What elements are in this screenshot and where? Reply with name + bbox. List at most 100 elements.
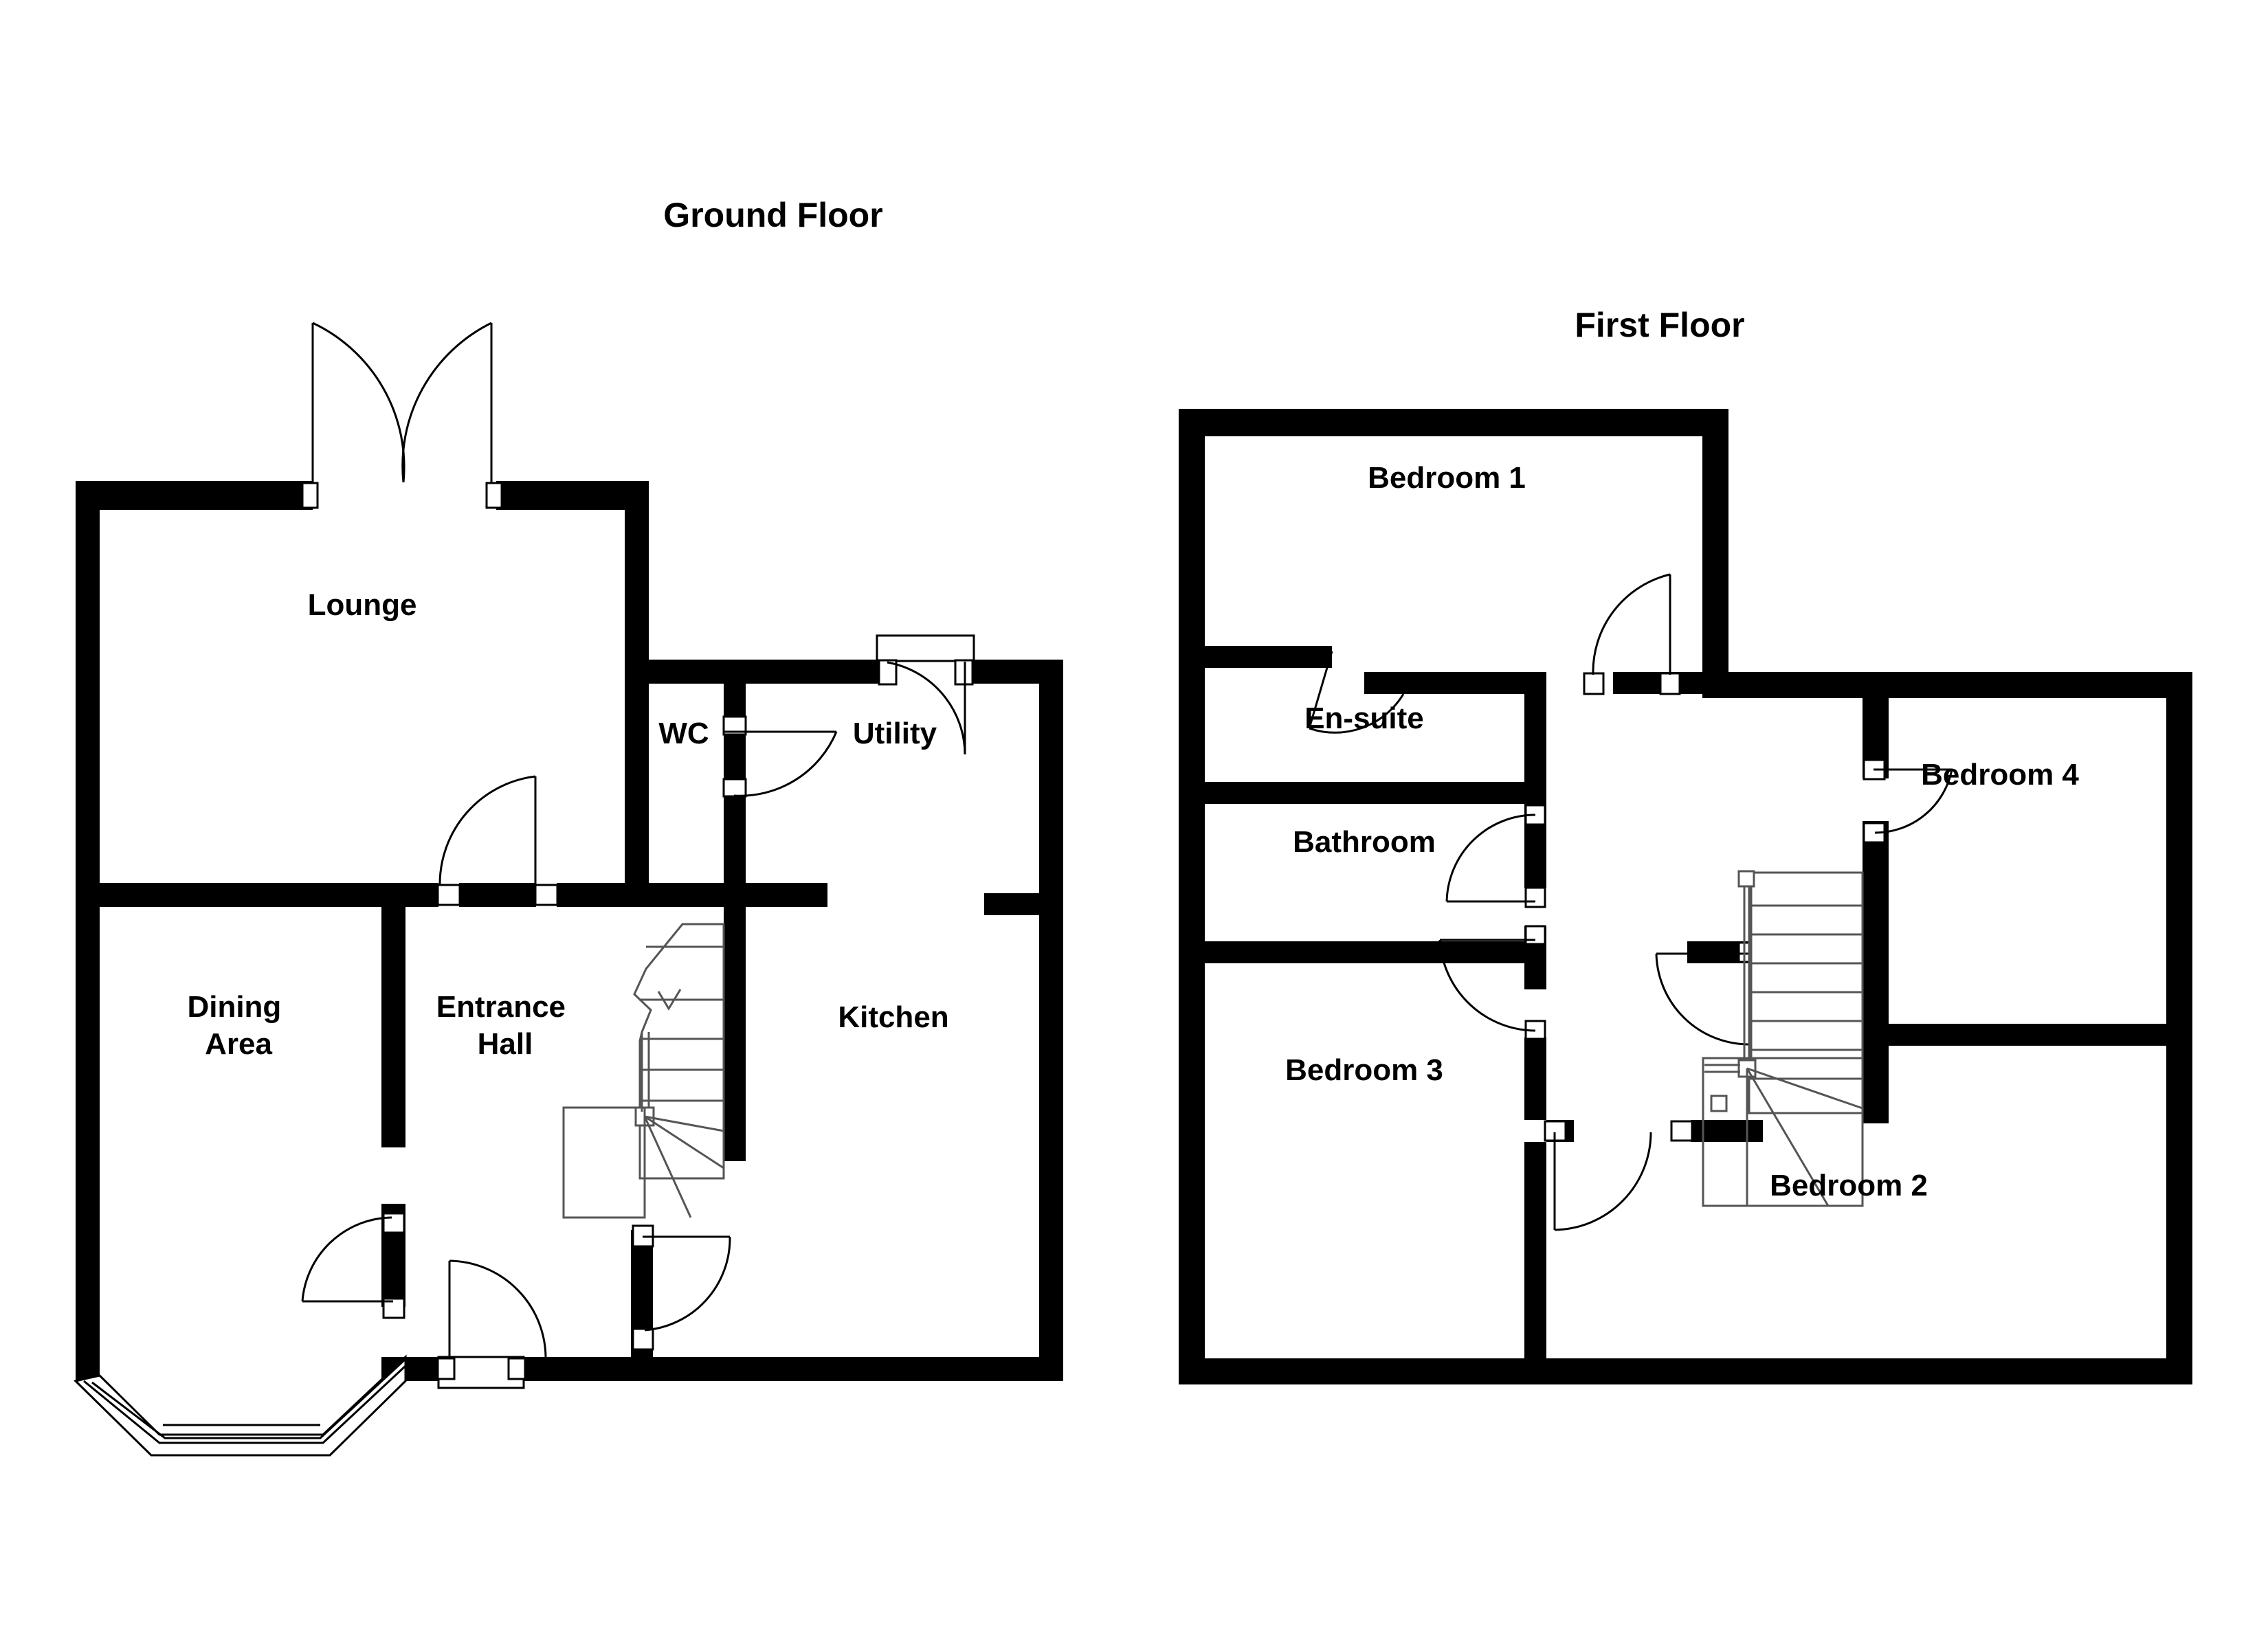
- door-jamb-french-left: [301, 482, 319, 509]
- door-bedroom-1: [1583, 573, 1681, 695]
- wall-ff-top: [1179, 409, 1728, 436]
- room-label-utility: Utility: [853, 717, 937, 750]
- door-swing-utility: [887, 661, 966, 755]
- door-swing-landing: [1655, 953, 1750, 1046]
- wall-dining-hall: [381, 883, 405, 1147]
- french-door-swing-right: [401, 322, 492, 483]
- door-hall-to-kitchen: [632, 1224, 731, 1351]
- ff-stair-newel-top: [1737, 870, 1755, 888]
- room-label-en-suite: En-suite: [1304, 702, 1424, 735]
- room-label-kitchen: Kitchen: [838, 1000, 948, 1034]
- bay-window-outer: [73, 1354, 407, 1457]
- wall-lounge-bottom-a: [76, 883, 438, 907]
- door-jamb-lounge-hall-b: [534, 884, 559, 906]
- room-label-dining-area: Dining Area: [187, 990, 289, 1061]
- front-door-swing: [449, 1259, 547, 1360]
- wall-wc-utility-top-a: [625, 660, 879, 684]
- room-label-bedroom-4: Bedroom 4: [1921, 758, 2079, 792]
- wall-ff-bed4-left-b: [1863, 844, 1889, 1029]
- room-label-bathroom: Bathroom: [1293, 825, 1436, 859]
- wall-ff-outer-left: [1179, 409, 1205, 1384]
- door-jamb-front-right: [507, 1357, 526, 1380]
- bay-window-dining-area: [73, 1354, 407, 1457]
- room-label-wc: WC: [658, 717, 709, 750]
- door-jamb-hall-kitchen-bottom: [632, 1327, 654, 1351]
- door-swing-bed4: [1874, 769, 1953, 834]
- wall-ff-bath-bed3: [1205, 941, 1546, 963]
- ground-floor-group: Ground Floor Lounge WC Utility Dining Ar…: [73, 196, 1063, 1457]
- wall-ff-bottom: [1179, 1358, 2192, 1384]
- ff-stair-newel-low: [1710, 1095, 1728, 1112]
- room-label-hall-line-1: Entrance: [436, 990, 566, 1024]
- door-bedroom-4: [1863, 759, 1953, 844]
- ff-stair-winder-2: [1746, 1068, 1830, 1207]
- door-swing-bath: [1445, 814, 1536, 902]
- door-lounge-to-hall: [436, 775, 559, 906]
- door-bathroom: [1445, 804, 1546, 908]
- wall-lounge-bottom-b: [459, 883, 536, 907]
- door-bedroom-3: [1438, 925, 1546, 1040]
- door-jamb-bed1-left: [1583, 672, 1605, 695]
- stair-winder-1: [644, 1115, 724, 1132]
- room-label-dining-line-2: Area: [205, 1027, 272, 1061]
- bay-window-inner-line-1: [83, 1365, 407, 1444]
- first-floor-title: First Floor: [1575, 306, 1744, 344]
- ground-floor-labels: Ground Floor Lounge WC Utility Dining Ar…: [187, 196, 948, 1061]
- ground-floor-title: Ground Floor: [663, 196, 882, 234]
- door-dining-to-hall: [301, 1212, 405, 1319]
- wall-ff-ensuite-stub: [1205, 646, 1332, 668]
- room-label-bedroom-3: Bedroom 3: [1285, 1053, 1443, 1087]
- door-jamb-wc-bottom: [722, 778, 747, 798]
- door-swing-hall-kitchen: [644, 1236, 731, 1332]
- door-swing-wc: [733, 731, 838, 797]
- ff-stair-winder-box: [1702, 1057, 1864, 1207]
- wall-ff-ensuite-bath: [1205, 782, 1546, 804]
- door-jamb-bed3-top: [1524, 925, 1546, 945]
- french-doors-lounge-top: [301, 322, 503, 509]
- front-door-entrance-hall: [436, 1259, 547, 1389]
- wall-ff-right-wing-top: [1702, 672, 2192, 698]
- wall-bottom-b: [522, 1357, 1063, 1381]
- door-jamb-bed2-right: [1670, 1120, 1693, 1142]
- room-label-bedroom-2: Bedroom 2: [1770, 1169, 1928, 1202]
- first-floor-walls: [1179, 409, 2192, 1384]
- utility-window-recess: [876, 634, 975, 662]
- door-jamb-dining-hall-top: [382, 1212, 405, 1234]
- french-door-swing-left: [312, 322, 405, 483]
- door-leaf-ensuite: [1308, 651, 1333, 729]
- door-jamb-front-left: [436, 1357, 456, 1380]
- wall-lounge-bottom-c: [557, 883, 649, 907]
- stair-direction-arrow: [657, 989, 682, 1011]
- stair-winder-3: [643, 1116, 692, 1218]
- door-swing-bed3: [1438, 939, 1536, 1032]
- room-label-bedroom-1: Bedroom 1: [1368, 461, 1526, 495]
- door-en-suite: [1308, 651, 1405, 734]
- staircase-entrance-hall: [562, 923, 725, 1219]
- bay-window-inner-line-2: [91, 1358, 407, 1439]
- room-label-entrance-hall: Entrance Hall: [436, 990, 575, 1061]
- stair-winder-2: [644, 1115, 724, 1169]
- wall-outer-right: [1039, 660, 1063, 1381]
- stair-under-store: [562, 1106, 646, 1219]
- room-label-dining-line-1: Dining: [187, 990, 281, 1024]
- door-bedroom-2: [1544, 1120, 1693, 1231]
- wall-ff-ensuite-top-r: [1364, 672, 1546, 694]
- wall-hall-kitchen: [724, 883, 746, 1161]
- door-swing-bed1: [1592, 573, 1671, 675]
- wall-outer-left: [76, 481, 100, 1381]
- staircase-landing: [1702, 870, 1864, 1207]
- wall-ff-landing-bed2-a: [1691, 1120, 1763, 1142]
- door-swing-bed2: [1554, 1132, 1652, 1231]
- room-label-lounge: Lounge: [308, 588, 417, 622]
- first-floor-labels: First Floor Bedroom 1 En-suite Bathroom …: [1285, 306, 2079, 1202]
- door-swing-lounge-hall: [438, 775, 536, 886]
- ff-stair-winder-1: [1746, 1067, 1863, 1110]
- wall-kitchen-stub: [984, 893, 1063, 915]
- door-swing-dining-hall: [301, 1216, 392, 1302]
- door-utility: [876, 634, 975, 755]
- wall-ff-bed3-right: [1524, 1142, 1546, 1384]
- wall-ff-bed4-bed2: [1863, 1024, 2192, 1046]
- wall-ff-landing-left-d: [1524, 1037, 1546, 1120]
- door-jamb-bed1-right: [1659, 672, 1681, 695]
